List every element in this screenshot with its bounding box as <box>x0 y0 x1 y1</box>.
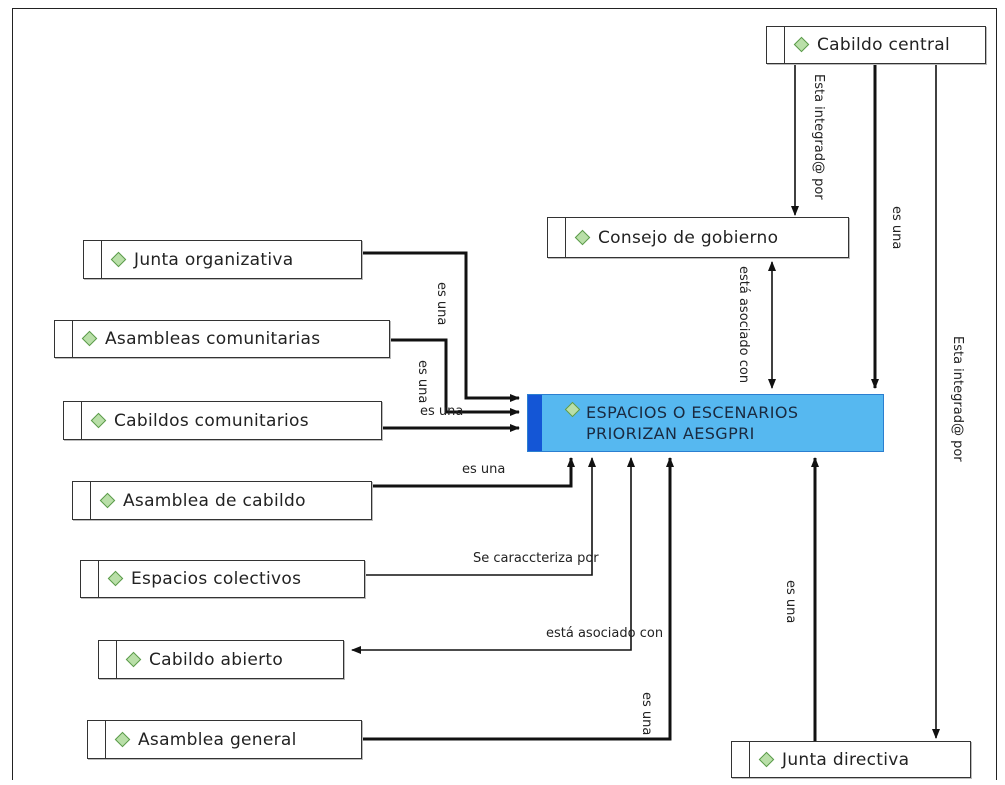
node-stub <box>767 27 785 63</box>
edge-junta-org-to-main <box>362 251 520 402</box>
node-stub <box>73 482 91 519</box>
node-label: Espacios colectivos <box>131 569 302 589</box>
central-node-accent-bar <box>528 395 542 451</box>
node-asamblea-de-cabildo[interactable]: Asamblea de cabildo <box>72 481 372 520</box>
diamond-icon <box>112 253 126 267</box>
node-stub <box>732 742 750 777</box>
node-label: Junta organizativa <box>134 249 294 270</box>
edge-label-es-una-central: es una <box>889 206 904 250</box>
edge-label-se-caracteriza: Se caraccteriza por <box>473 551 599 566</box>
diamond-icon <box>83 332 97 346</box>
node-stub <box>64 402 82 439</box>
node-asamblea-general[interactable]: Asamblea general <box>87 720 362 759</box>
node-consejo-de-gobierno[interactable]: Consejo de gobierno <box>547 217 849 258</box>
node-cabildo-central[interactable]: Cabildo central <box>766 26 986 64</box>
node-stub <box>55 321 73 357</box>
node-junta-organizativa[interactable]: Junta organizativa <box>83 240 362 279</box>
node-stub <box>548 218 566 257</box>
node-cabildos-comunitarios[interactable]: Cabildos comunitarios <box>63 401 382 440</box>
central-concept-label: ESPACIOS O ESCENARIOS PRIORIZAN AESGPRI <box>586 402 798 444</box>
diagram-frame <box>12 8 997 780</box>
node-label: Consejo de gobierno <box>598 227 779 248</box>
node-label: Cabildos comunitarios <box>114 410 309 431</box>
diamond-icon <box>101 494 115 508</box>
node-espacios-colectivos[interactable]: Espacios colectivos <box>80 560 365 598</box>
edge-label-esta-integrado-2: Esta integrad@ por <box>950 336 965 462</box>
edge-label-es-una-asambleas: es una <box>415 360 430 404</box>
edge-label-es-una-asamblea-cab: es una <box>462 462 506 477</box>
node-stub <box>84 241 102 278</box>
edge-label-esta-asociado-consejo: está asociado con <box>736 266 751 384</box>
diamond-icon <box>109 572 123 586</box>
edge-label-es-una-junta-dir: es una <box>783 580 798 624</box>
central-label-line2: PRIORIZAN AESGPRI <box>586 424 755 443</box>
node-junta-directiva[interactable]: Junta directiva <box>731 741 971 778</box>
node-label: Asamblea de cabildo <box>123 490 306 511</box>
diamond-icon <box>116 733 130 747</box>
edge-asamblea-gen-to-main <box>362 457 674 741</box>
node-label: Junta directiva <box>782 749 910 770</box>
diamond-icon <box>760 753 774 767</box>
edge-label-esta-asociado-abierto: está asociado con <box>546 626 664 641</box>
diamond-icon <box>795 38 809 52</box>
node-label: Cabildo abierto <box>149 649 284 670</box>
node-label: Asambleas comunitarias <box>105 329 321 349</box>
edge-main-to-cabildo-abierto <box>351 457 635 654</box>
diamond-icon <box>92 414 106 428</box>
node-cabildo-abierto[interactable]: Cabildo abierto <box>98 640 344 679</box>
edge-asambleas-to-main <box>390 338 520 416</box>
edge-label-es-una-asamblea-gen: es una <box>639 692 654 736</box>
edge-label-es-una-cabildos: es una <box>420 404 464 419</box>
diamond-icon <box>566 403 580 417</box>
node-stub <box>81 561 99 597</box>
edge-label-esta-integrado-1: Esta integrad@ por <box>811 74 826 200</box>
node-stub <box>88 721 106 758</box>
diamond-icon <box>576 231 590 245</box>
node-stub <box>99 641 117 678</box>
diamond-icon <box>127 653 141 667</box>
central-label-line1: ESPACIOS O ESCENARIOS <box>586 403 799 422</box>
node-label: Asamblea general <box>138 729 297 750</box>
central-concept-node[interactable]: ESPACIOS O ESCENARIOS PRIORIZAN AESGPRI <box>527 394 884 452</box>
node-label: Cabildo central <box>817 35 950 55</box>
node-asambleas-comunitarias[interactable]: Asambleas comunitarias <box>54 320 390 358</box>
edge-label-es-una-junta-org: es una <box>434 282 449 326</box>
